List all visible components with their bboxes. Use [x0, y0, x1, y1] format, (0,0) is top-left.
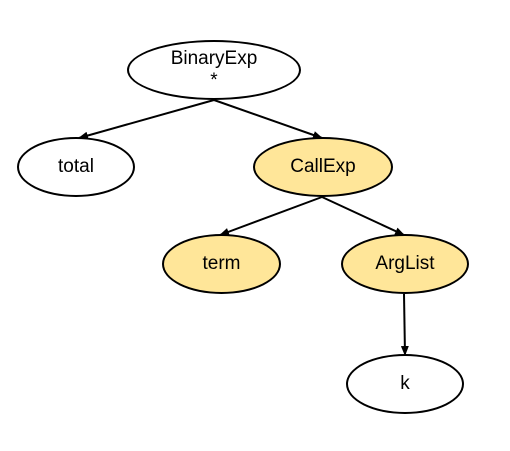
node-label: total: [58, 156, 94, 177]
tree-node-k: k: [346, 354, 464, 414]
tree-node-total: total: [17, 137, 135, 197]
edge-callexp-to-arglist: [321, 196, 405, 236]
node-label: k: [400, 373, 410, 394]
node-label: ArgList: [375, 253, 435, 274]
node-label: CallExp: [290, 156, 356, 177]
tree-node-arglist: ArgList: [341, 234, 469, 294]
node-label: term: [202, 253, 241, 274]
edge-binaryexp-to-callexp: [213, 99, 323, 139]
tree-node-callexp: CallExp: [253, 137, 393, 197]
edge-binaryexp-to-total: [78, 99, 215, 140]
node-operator: *: [210, 70, 218, 91]
node-label: BinaryExp: [170, 48, 258, 69]
edge-arglist-to-k: [400, 293, 409, 356]
edge-callexp-to-term: [219, 196, 323, 236]
tree-node-term: term: [162, 234, 281, 294]
tree-node-binaryexp: BinaryExp *: [127, 40, 301, 100]
